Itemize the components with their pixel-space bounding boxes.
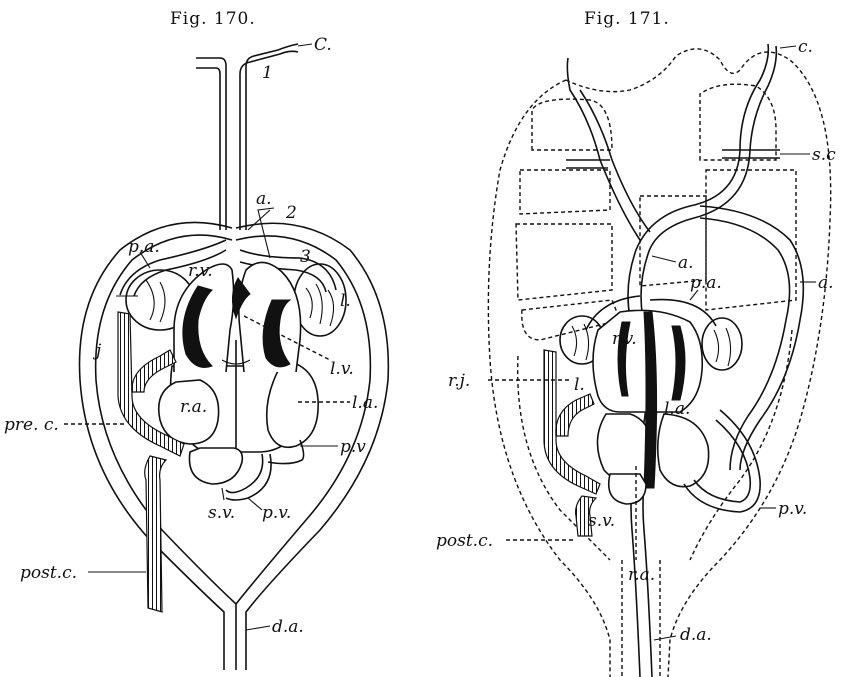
- label-pv-171: p.v.: [778, 499, 807, 519]
- label-postc: post.c.: [20, 563, 77, 583]
- label-a1-171: a.: [678, 253, 694, 273]
- lung-right: [294, 264, 346, 336]
- label-postc-171: post.c.: [436, 531, 493, 551]
- leader-a1-171: [652, 256, 676, 262]
- label-pa-171: p.a.: [690, 273, 722, 293]
- label-la: l.a.: [352, 393, 378, 413]
- label-sv-171: s.v.: [588, 511, 615, 531]
- label-pv2: p.v.: [262, 503, 291, 523]
- label-2: 2: [285, 203, 297, 223]
- label-da-171: d.a.: [680, 625, 712, 645]
- lung-right-171-vessels: [714, 328, 731, 366]
- compartment-2: [520, 170, 610, 214]
- left-carotid-outer: [567, 58, 640, 240]
- lung-right-171: [702, 318, 742, 370]
- right-arch-outer: [700, 206, 803, 470]
- label-pv1: p.v: [340, 437, 366, 457]
- label-sc: s.c: [812, 145, 836, 165]
- compartment-4: [700, 84, 776, 160]
- compartment-3: [516, 224, 612, 300]
- label-l-171: l.: [574, 375, 585, 395]
- label-j: j: [92, 341, 102, 361]
- postcaval-vein: [145, 456, 166, 612]
- septum-171: [644, 312, 657, 488]
- label-c: C.: [314, 35, 332, 55]
- sinus-venosus: [189, 448, 242, 484]
- label-prec: pre. c.: [4, 415, 59, 435]
- figure-171: Fig. 171.: [436, 9, 836, 677]
- leader-da: [246, 626, 270, 630]
- leader-da-171: [654, 636, 676, 640]
- label-pa: p.a.: [128, 237, 160, 257]
- right-arch-inner: [700, 218, 790, 470]
- leader-a: [258, 208, 274, 258]
- leader-sv: [222, 488, 224, 500]
- lung-left-171-vessels: [572, 324, 589, 360]
- label-ra: r.a.: [180, 397, 207, 417]
- label-l: l.: [340, 291, 351, 311]
- label-rv: r.v.: [188, 261, 213, 281]
- left-atrium-171: [658, 414, 709, 487]
- leader-c-171: [780, 46, 796, 48]
- label-ra-171: r.a.: [628, 565, 655, 585]
- subclavian: [722, 150, 780, 158]
- sinus-venosus-171: [609, 474, 646, 504]
- label-c-171: c.: [798, 37, 813, 57]
- carotid-left-branch-inner: [196, 68, 220, 230]
- label-rj: r.j.: [448, 371, 470, 391]
- figure-170: Fig. 170.: [4, 9, 388, 670]
- label-da: d.a.: [272, 617, 304, 637]
- label-a: a.: [256, 189, 272, 209]
- label-1: 1: [262, 63, 273, 83]
- right-jugular: [544, 350, 600, 494]
- label-sv: s.v.: [208, 503, 235, 523]
- label-a2-171: a.: [818, 273, 834, 293]
- c-pointer: [298, 44, 312, 46]
- carotid-left-branch: [196, 58, 226, 230]
- label-rv-171: r.v.: [612, 329, 637, 349]
- figure-171-caption: Fig. 171.: [584, 9, 670, 29]
- precaval-171: [556, 394, 594, 436]
- label-3: 3: [300, 247, 311, 267]
- compartment-1: [532, 99, 612, 150]
- label-lv: l.v.: [330, 359, 354, 379]
- lung-right-vessels: [306, 284, 334, 326]
- figure-170-caption: Fig. 170.: [170, 9, 256, 29]
- label-la-171: l.a.: [664, 399, 690, 419]
- leader-pv2: [248, 498, 262, 510]
